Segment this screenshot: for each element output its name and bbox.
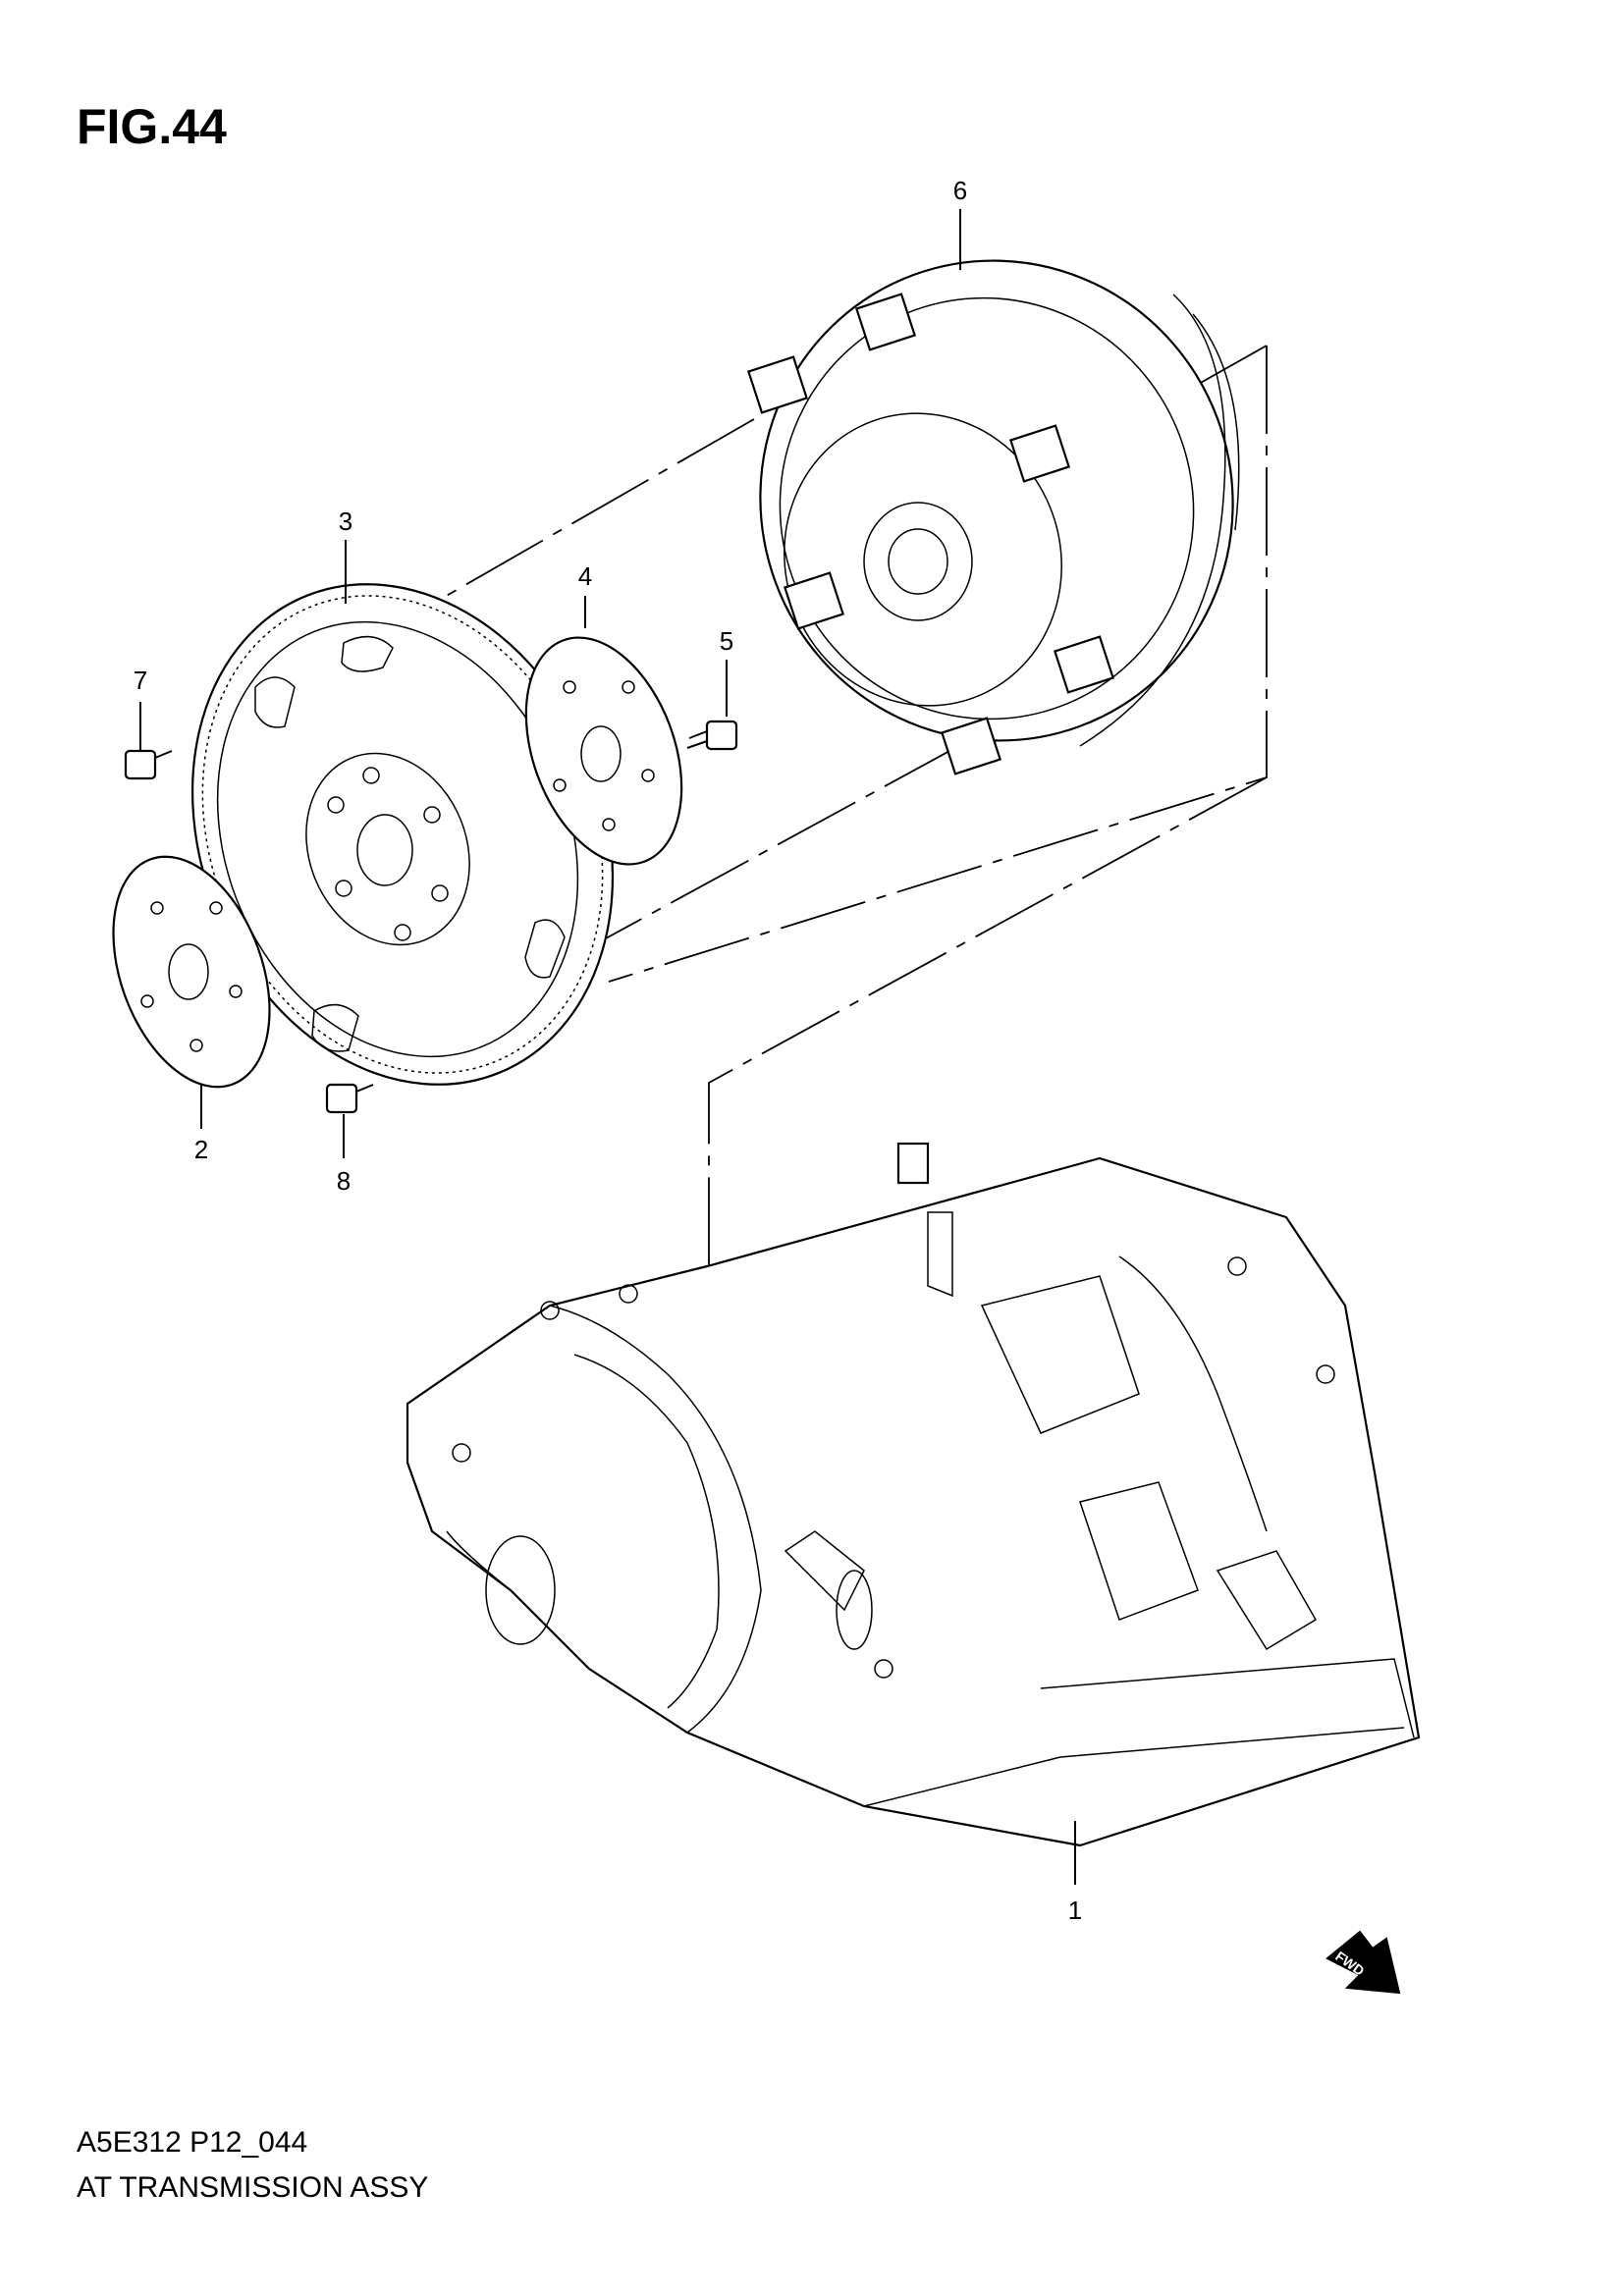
fwd-arrow-icon: FWD: [1325, 1930, 1401, 1995]
callout-7: 7: [134, 666, 147, 695]
diagram-code: A5E312 P12_044: [77, 2126, 308, 2159]
drive-plate-4: [524, 636, 683, 866]
figure-title: FIG.44: [77, 99, 227, 154]
bolt-5: [686, 720, 738, 751]
transmission-housing: [406, 1142, 1421, 1847]
callout-6: 6: [953, 176, 967, 205]
callout-numbers: 1 2 3 4 5 6 7 8: [134, 176, 1082, 1925]
torque-converter: [746, 259, 1240, 775]
callout-2: 2: [194, 1135, 208, 1164]
callout-3: 3: [339, 507, 352, 536]
bolt-7: [124, 749, 173, 780]
drive-plate-2: [112, 855, 271, 1089]
assembly-name: AT TRANSMISSION ASSY: [77, 2171, 429, 2204]
callout-8: 8: [337, 1166, 351, 1196]
callout-1: 1: [1068, 1896, 1082, 1925]
callout-4: 4: [578, 561, 592, 591]
leader-lines: [139, 209, 1076, 1885]
bolt-8: [325, 1083, 374, 1114]
callout-5: 5: [720, 626, 733, 656]
